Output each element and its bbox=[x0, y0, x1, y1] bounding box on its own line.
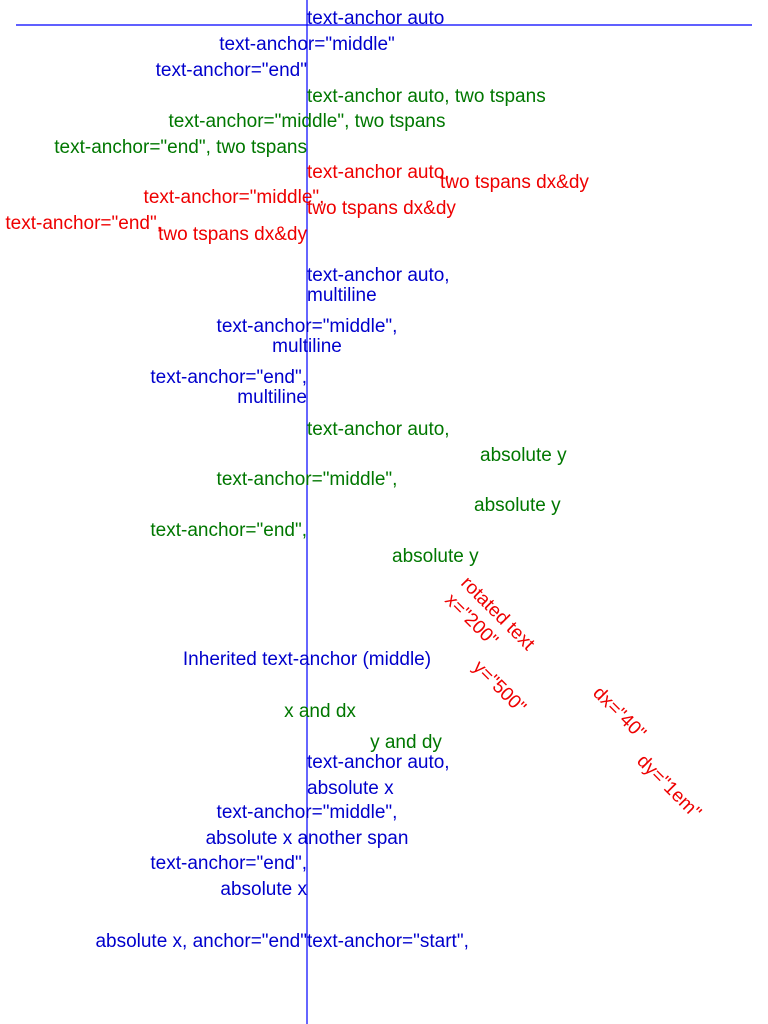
absolute-y-middle-line1: text-anchor="middle", bbox=[217, 469, 398, 490]
absolute-x-auto-line2: absolute x bbox=[307, 778, 394, 799]
text-anchor-middle: text-anchor="middle" bbox=[219, 34, 395, 55]
multiline-middle-line1: text-anchor="middle", bbox=[217, 316, 398, 337]
text-anchor-middle-two-tspans: text-anchor="middle", two tspans bbox=[169, 111, 446, 132]
absolute-y-end-line2: absolute y bbox=[392, 546, 479, 567]
text-anchor-auto: text-anchor auto bbox=[307, 8, 444, 29]
absolute-x-anchor-end-text: absolute x, anchor="end" bbox=[95, 931, 307, 952]
absolute-x-middle-line2: absolute x another span bbox=[206, 828, 409, 849]
absolute-y-auto-line1: text-anchor auto, bbox=[307, 419, 450, 440]
absolute-y-end-line1: text-anchor="end", bbox=[150, 520, 307, 541]
absolute-x-auto-line1: text-anchor auto, bbox=[307, 752, 450, 773]
text-anchor-end-two-tspans: text-anchor="end", two tspans bbox=[54, 137, 307, 158]
red-end-first: text-anchor="end", bbox=[5, 213, 162, 234]
rotated-dx40-text: dx="40" bbox=[588, 683, 649, 744]
text-anchor-auto-two-tspans: text-anchor auto, two tspans bbox=[307, 86, 546, 107]
rotated-y500-group: y="500" bbox=[468, 657, 529, 718]
y-and-dy-text: y and dy bbox=[370, 732, 442, 753]
rotated-dx40-group: dx="40" bbox=[588, 683, 649, 744]
red-middle-second: two tspans dx&dy bbox=[307, 198, 456, 219]
multiline-middle-line2: multiline bbox=[272, 336, 342, 357]
absolute-y-middle-line2: absolute y bbox=[474, 495, 561, 516]
multiline-end-line2: multiline bbox=[237, 387, 307, 408]
red-auto-first: text-anchor auto, bbox=[307, 162, 450, 183]
rotated-dy1em-group: dy="1em" bbox=[632, 751, 705, 824]
red-middle-first: text-anchor="middle", bbox=[144, 187, 325, 208]
inherited-text-anchor: Inherited text-anchor (middle) bbox=[183, 649, 431, 670]
multiline-end-line1: text-anchor="end", bbox=[150, 367, 307, 388]
multiline-auto-line1: text-anchor auto, bbox=[307, 265, 450, 286]
absolute-x-end-line1: text-anchor="end", bbox=[150, 853, 307, 874]
text-anchor-end: text-anchor="end" bbox=[156, 60, 307, 81]
text-anchor-start-text: text-anchor="start", bbox=[307, 931, 469, 952]
rotated-dy1em-text: dy="1em" bbox=[632, 751, 705, 824]
multiline-auto-line2: multiline bbox=[307, 285, 377, 306]
red-end-second: two tspans dx&dy bbox=[158, 224, 307, 245]
rotated-y500-text: y="500" bbox=[468, 657, 529, 718]
red-auto-second: two tspans dx&dy bbox=[440, 172, 589, 193]
absolute-y-auto-line2: absolute y bbox=[480, 445, 567, 466]
absolute-x-end-line2: absolute x bbox=[220, 879, 307, 900]
absolute-x-middle-line1: text-anchor="middle", bbox=[217, 802, 398, 823]
x-and-dx-text: x and dx bbox=[284, 701, 356, 722]
